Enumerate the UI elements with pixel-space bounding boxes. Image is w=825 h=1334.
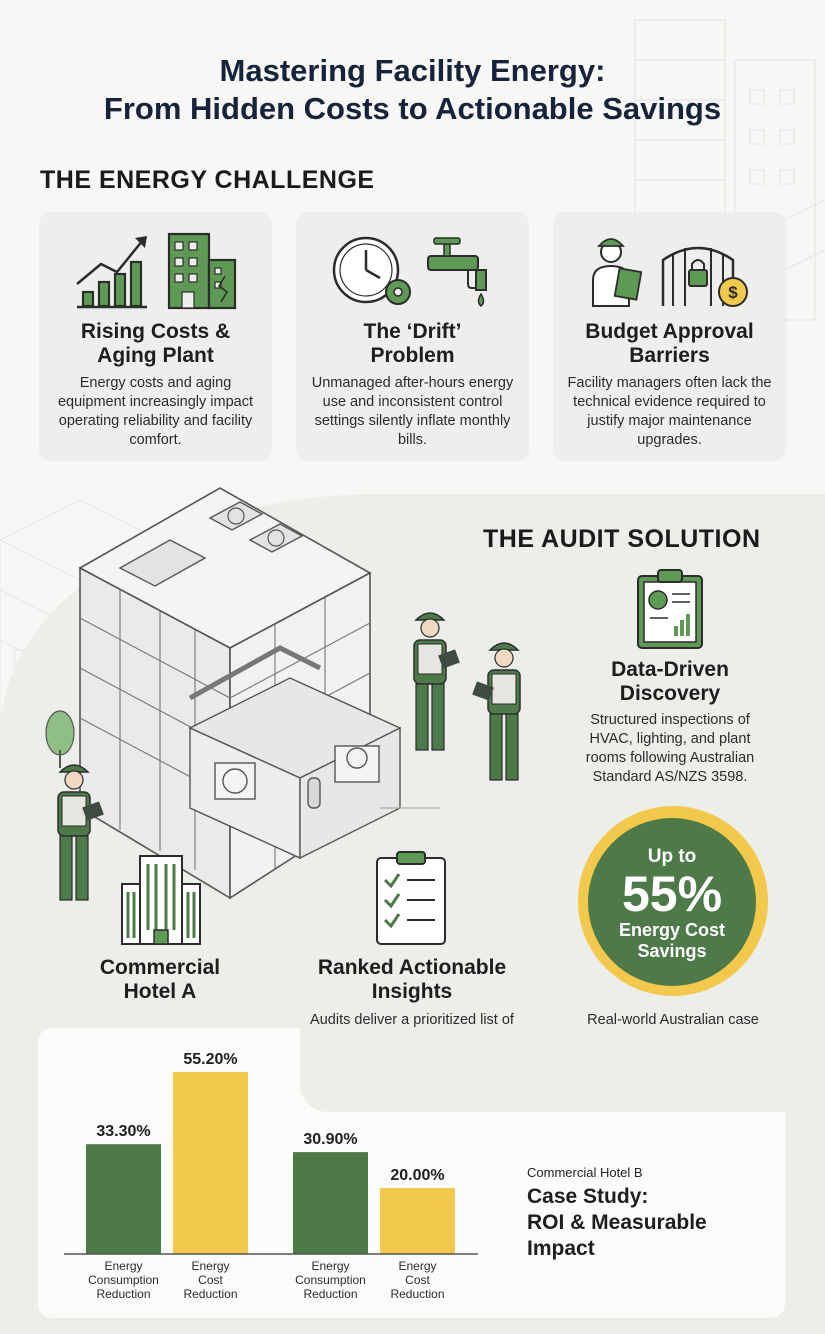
worker-icon bbox=[57, 764, 104, 901]
bar-category-label: Consumption bbox=[88, 1273, 159, 1287]
bar-value-label: 20.00% bbox=[390, 1167, 444, 1184]
title-line-1: Mastering Facility Energy: bbox=[219, 53, 606, 88]
card-text: Facility managers often lack the technic… bbox=[567, 375, 772, 448]
aging-building-icon bbox=[167, 232, 237, 310]
audit-building-illustration bbox=[45, 487, 440, 900]
bar-category-label: Cost bbox=[405, 1273, 430, 1287]
bar-category-label: Reduction bbox=[303, 1287, 357, 1301]
discovery-text: Structured inspections of HVAC, lighting… bbox=[585, 712, 755, 785]
tree-icon bbox=[45, 710, 75, 768]
bar-category-label: Cost bbox=[198, 1273, 223, 1287]
page-title: Mastering Facility Energy: From Hidden C… bbox=[0, 52, 825, 128]
bar-2-1 bbox=[293, 1152, 368, 1254]
title-line-2: From Hidden Costs to Actionable Savings bbox=[103, 91, 722, 126]
bar-2-2 bbox=[380, 1188, 455, 1254]
dripping-tap-icon bbox=[427, 237, 487, 307]
card-rising-costs: Rising Costs &Aging Plant Energy costs a… bbox=[39, 212, 272, 461]
card-title: The ‘Drift’Problem bbox=[363, 320, 462, 367]
bar-category-label: Reduction bbox=[96, 1287, 150, 1301]
checklist-icon bbox=[376, 851, 446, 945]
case-study-panel-notch bbox=[300, 1028, 800, 1112]
bar-category-label: Energy bbox=[398, 1259, 436, 1273]
bar-category-label: Reduction bbox=[390, 1287, 444, 1301]
svg-text:$: $ bbox=[728, 283, 738, 302]
worker-icon bbox=[472, 642, 521, 781]
bar-1-1 bbox=[86, 1144, 161, 1254]
bar-category-label: Consumption bbox=[295, 1273, 366, 1287]
badge-label-2: Savings bbox=[637, 941, 707, 961]
card-title: Rising Costs &Aging Plant bbox=[80, 320, 231, 367]
rising-chart-icon bbox=[76, 232, 237, 310]
case-study-bar-chart: 33.30%EnergyConsumptionReduction55.20%En… bbox=[64, 1051, 478, 1301]
bar-value-label: 55.20% bbox=[183, 1051, 237, 1068]
bar-1-2 bbox=[173, 1072, 248, 1254]
bar-value-label: 30.90% bbox=[303, 1131, 357, 1148]
bar-category-label: Energy bbox=[311, 1259, 349, 1273]
clock-gear-icon bbox=[332, 236, 487, 307]
badge-value: 55% bbox=[621, 866, 723, 922]
bar-category-label: Reduction bbox=[183, 1287, 237, 1301]
bar-category-label: Energy bbox=[191, 1259, 229, 1273]
bar-value-label: 33.30% bbox=[96, 1123, 150, 1140]
audit-solution-heading: THE AUDIT SOLUTION bbox=[483, 525, 761, 553]
worker-icon bbox=[413, 612, 460, 751]
hotel-building-icon bbox=[121, 855, 201, 945]
locked-gate-dollar-icon: $ bbox=[661, 246, 748, 307]
plant-room-equipment bbox=[188, 645, 402, 860]
bar-category-label: Energy bbox=[104, 1259, 142, 1273]
report-clipboard-icon bbox=[637, 569, 703, 649]
badge-up-to: Up to bbox=[647, 846, 697, 867]
case-study-subtitle: Commercial Hotel B bbox=[527, 1165, 643, 1180]
manager-clipboard-icon: $ bbox=[592, 238, 748, 307]
card-text: Unmanaged after-hours energy use and inc… bbox=[311, 375, 514, 448]
card-drift-problem: The ‘Drift’Problem Unmanaged after-hours… bbox=[296, 212, 529, 461]
badge-label-1: Energy Cost bbox=[618, 920, 726, 940]
savings-badge: Up to 55% Energy Cost Savings bbox=[578, 806, 768, 996]
card-text: Energy costs and aging equipment increas… bbox=[57, 375, 254, 448]
energy-challenge-heading: THE ENERGY CHALLENGE bbox=[40, 166, 375, 194]
